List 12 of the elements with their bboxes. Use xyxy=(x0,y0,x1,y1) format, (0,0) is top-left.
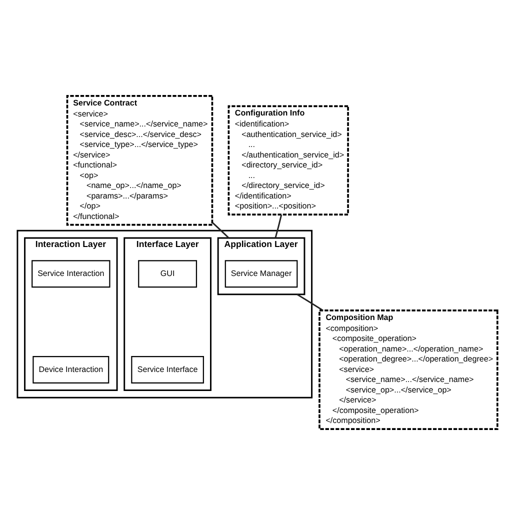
node-box: Configuration Info <identification> <authentication_service_id> ... </authentication_service_id> <directory_service_id> ... </directory_service_id> </identification> <position>...<position> xyxy=(228,105,349,216)
node-box: Device Interaction xyxy=(32,356,110,384)
connector xyxy=(274,214,282,238)
connector xyxy=(212,222,230,238)
cluster xyxy=(16,230,313,398)
node-box: Service Interface xyxy=(131,356,204,384)
node-box: Service Manager xyxy=(224,260,298,288)
node-box: Service Contract <service> <service_name>...</service_name> <service_desc>...</service_desc> <service_type>...</service_type> </service> <functional> <op> <name_op>...</name_op> <params>...</params> </op> </functional> xyxy=(66,95,214,226)
connector xyxy=(296,294,324,311)
node-box: Service Interaction xyxy=(32,260,110,288)
node-box: Composition Map <composition> <composite_operation> <operation_name>...</operation_name> <operation_degree>...</operation_degree> <service> <service_name>...</service_name> <service_op>...</service_op> </service> </composite_operation> </composition> xyxy=(318,310,498,430)
node-box: GUI xyxy=(138,260,198,288)
